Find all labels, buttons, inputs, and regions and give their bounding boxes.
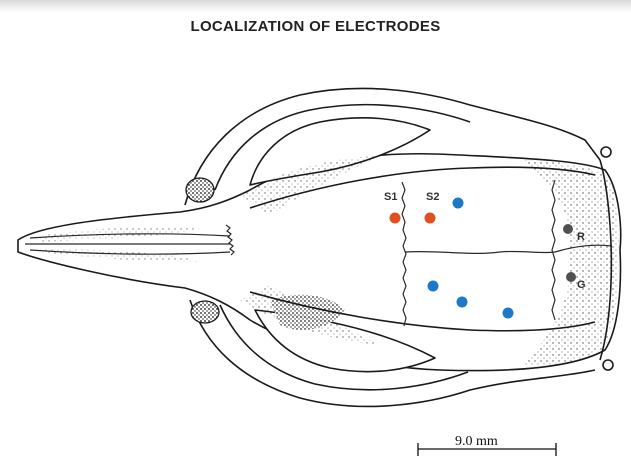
label-s1: S1 — [384, 191, 397, 203]
electrode-g — [566, 272, 576, 282]
scale-bar-label: 9.0 mm — [455, 434, 498, 449]
scale-bar: 9.0 mm — [418, 434, 556, 456]
electrode-recording-3 — [457, 297, 468, 308]
label-r: R — [577, 231, 585, 243]
electrode-recording-2 — [428, 281, 439, 292]
electrode-recording-1 — [453, 198, 464, 209]
label-g: G — [577, 279, 586, 291]
electrode-s1 — [390, 213, 401, 224]
electrode-r — [563, 224, 573, 234]
electrode-recording-4 — [503, 308, 514, 319]
label-s2: S2 — [426, 191, 439, 203]
electrode-s2 — [425, 213, 436, 224]
